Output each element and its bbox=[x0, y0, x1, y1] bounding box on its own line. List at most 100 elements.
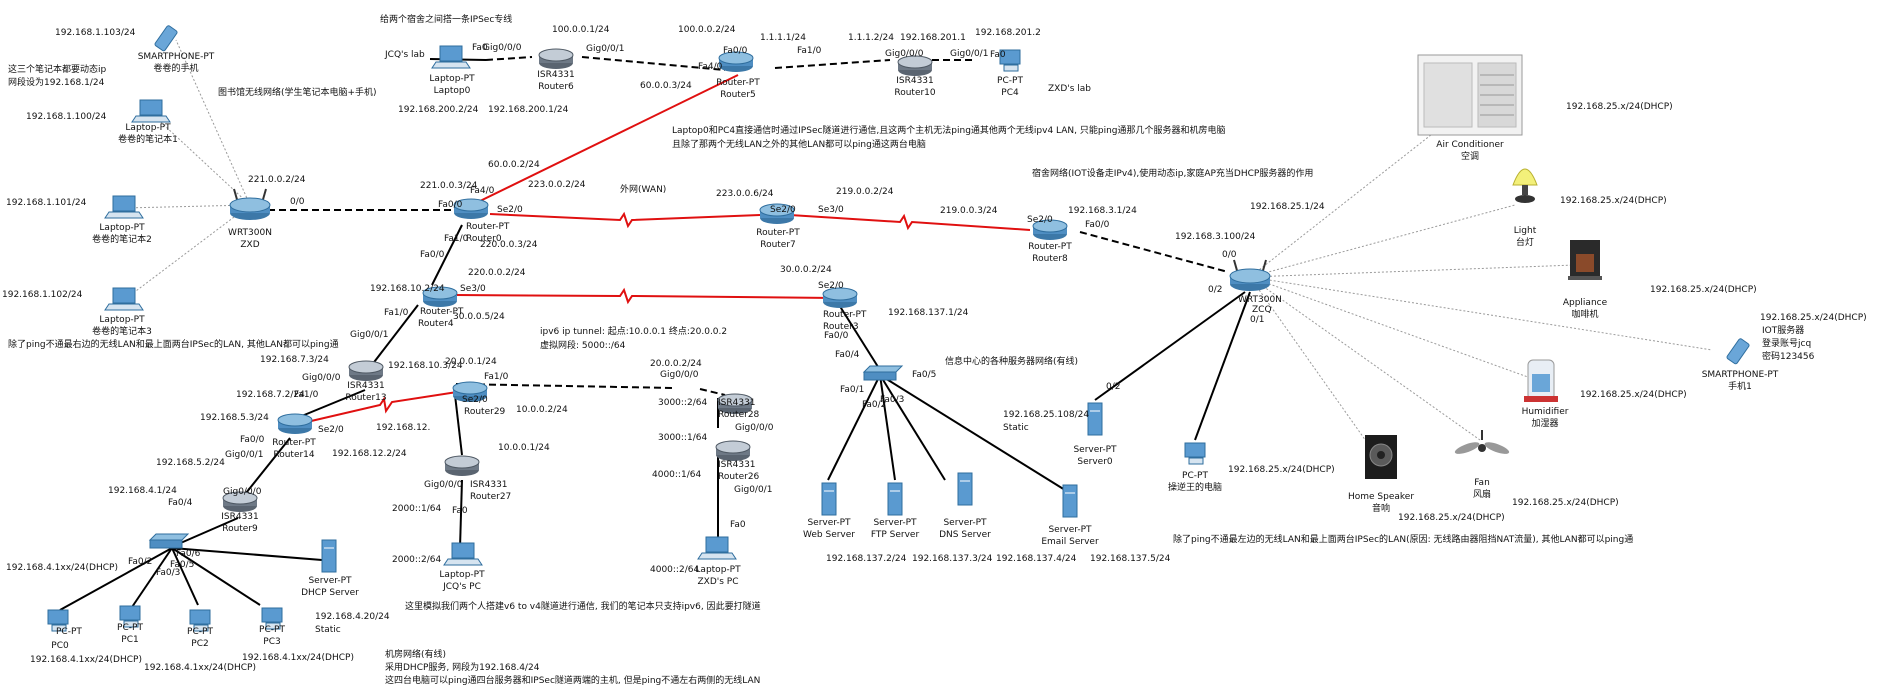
router29-ip-l: 192.168.12. bbox=[376, 423, 431, 433]
router0-ip-t: 221.0.0.3/24 bbox=[420, 181, 478, 191]
laptop-jcq-icon bbox=[443, 542, 483, 566]
router0-p5: Fa0/0 bbox=[420, 250, 445, 260]
router7-p1: Se2/0 bbox=[770, 205, 796, 215]
dhcp-server-ip: 192.168.4.20/24 bbox=[315, 612, 390, 622]
router14-ip-b: 192.168.12.2/24 bbox=[332, 449, 407, 459]
router4-p1: Se3/0 bbox=[460, 284, 486, 294]
router9-p1: Gig0/0/1 bbox=[225, 450, 264, 460]
smartphone-icons bbox=[154, 25, 1750, 365]
router5-type: Router-PT bbox=[716, 78, 760, 88]
laptop0-icon bbox=[431, 45, 471, 69]
router26-type: ISR4331 bbox=[718, 460, 756, 470]
laptop2-type: Laptop-PT bbox=[99, 223, 145, 233]
laptop2-name: 卷卷的笔记本2 bbox=[92, 235, 152, 245]
laptop-jcq-type: Laptop-PT bbox=[439, 570, 485, 580]
server-net-title: 信息中心的各种服务器网络(有线) bbox=[945, 357, 1079, 367]
router29-ip-b: 10.0.0.2/24 bbox=[516, 405, 568, 415]
sw-servers-p4: Fa0/3 bbox=[880, 395, 905, 405]
router3-p2: Fa0/0 bbox=[824, 331, 849, 341]
router0-icon bbox=[453, 198, 489, 219]
left-ping-note: 除了ping不通最右边的无线LAN和最上面两台IPSec的LAN, 其他LAN都… bbox=[8, 340, 339, 350]
router27-p2: Fa0 bbox=[452, 506, 468, 516]
smartphone-left-icon bbox=[154, 25, 178, 52]
fan-ip: 192.168.25.x/24(DHCP) bbox=[1512, 498, 1619, 508]
iot-title: 宿舍网络(IOT设备走IPv4),使用动态ip,家庭AP充当DHCP服务器的作用 bbox=[1032, 169, 1314, 179]
light-name: 台灯 bbox=[1515, 238, 1535, 248]
router27-name: Router27 bbox=[470, 492, 512, 502]
speaker-type: Home Speaker bbox=[1347, 492, 1415, 502]
tunnel-note-1: ipv6 ip tunnel: 起点:10.0.0.1 终点:20.0.0.2 bbox=[540, 327, 728, 337]
router3-ip: 30.0.0.2/24 bbox=[780, 265, 832, 275]
wrt-l-name: ZXD bbox=[240, 240, 260, 250]
switch-servers-icon bbox=[862, 365, 904, 381]
router13-p2: Gig0/0/0 bbox=[302, 373, 341, 383]
router26-p2: Gig0/0/1 bbox=[734, 485, 773, 495]
phone-r-extra3: 密码123456 bbox=[1762, 352, 1815, 362]
web-server-ip: 192.168.137.2/24 bbox=[826, 554, 907, 564]
web-server-icon bbox=[821, 482, 837, 516]
pc4-type: PC-PT bbox=[997, 76, 1023, 86]
router14-p2: Se2/0 bbox=[318, 425, 344, 435]
dhcp-server-icon bbox=[321, 539, 337, 573]
wrt-l-type: WRT300N bbox=[228, 228, 272, 238]
ftp-server-type: Server-PT bbox=[873, 518, 917, 528]
router5-icon bbox=[718, 51, 754, 72]
router28-ip: 20.0.0.2/24 bbox=[650, 359, 702, 369]
server0-type: Server-PT bbox=[1073, 445, 1117, 455]
ipsec-title: 给两个宿舍之间搭一条IPSec专线 bbox=[380, 15, 513, 25]
router6-ip-r: 100.0.0.1/24 bbox=[552, 25, 610, 35]
router13-name: Router13 bbox=[345, 393, 387, 403]
wrt-r-p3: 0/1 bbox=[1250, 315, 1265, 325]
router5-ip-r: 1.1.1.1/24 bbox=[760, 33, 806, 43]
router8-ip-r: 192.168.3.1/24 bbox=[1068, 206, 1137, 216]
router0-p3: Se2/0 bbox=[497, 205, 523, 215]
wrt-right-icon bbox=[1229, 259, 1271, 291]
wrt-r-p1: 0/0 bbox=[1222, 250, 1237, 260]
phone-r-extra2: 登录账号jcq bbox=[1762, 339, 1812, 349]
wrt-r-ip-lan: 192.168.25.1/24 bbox=[1250, 202, 1325, 212]
router9-type: ISR4331 bbox=[221, 512, 259, 522]
router26-ip-l: 3000::1/64 bbox=[658, 433, 708, 443]
router5-name: Router5 bbox=[720, 90, 756, 100]
wrt-r-type: WRT300N bbox=[1238, 295, 1282, 305]
router5-p1: Fa0/0 bbox=[723, 46, 748, 56]
pc-zcq-icon bbox=[1184, 442, 1206, 465]
router4-ip-l: 192.168.10.2/24 bbox=[370, 284, 445, 294]
solid-links bbox=[59, 58, 1251, 611]
router7-icon bbox=[759, 203, 795, 224]
pc2-type: PC-PT bbox=[187, 627, 213, 637]
humidifier-name: 加湿器 bbox=[1531, 419, 1559, 429]
router0-ip-s: 223.0.0.2/24 bbox=[528, 180, 586, 190]
router3-p3: Fa0/4 bbox=[835, 350, 860, 360]
pc-zcq-name: 操逆王的电脑 bbox=[1167, 483, 1223, 493]
server0-icon bbox=[1087, 402, 1103, 436]
wireless-links-right bbox=[1249, 119, 1713, 459]
router5-ip-l: 100.0.0.2/24 bbox=[678, 25, 736, 35]
fan-type: Fan bbox=[1474, 478, 1490, 488]
router4-type: Router-PT bbox=[420, 307, 464, 317]
router29-name: Router29 bbox=[464, 407, 506, 417]
server-icons bbox=[321, 402, 1103, 573]
router29-p1: Fa1/0 bbox=[484, 372, 509, 382]
router0-type: Router-PT bbox=[466, 222, 510, 232]
router10-p2: Gig0/0/1 bbox=[950, 49, 989, 59]
ac-name: 空调 bbox=[1460, 152, 1480, 162]
sw-servers-p1: Fa0/1 bbox=[840, 385, 865, 395]
router28-type: ISR4331 bbox=[718, 398, 756, 408]
router27-ip: 10.0.0.1/24 bbox=[498, 443, 550, 453]
pc0-ip: 192.168.4.1xx/24(DHCP) bbox=[30, 655, 142, 665]
light-type: Light bbox=[1513, 226, 1537, 236]
lab-note-1: 采用DHCP服务, 网段为192.168.4/24 bbox=[385, 663, 540, 673]
router0-name: Router0 bbox=[466, 234, 502, 244]
pc-zcq-ip: 192.168.25.x/24(DHCP) bbox=[1228, 465, 1335, 475]
wrt-l-ip: 221.0.0.2/24 bbox=[248, 175, 306, 185]
router6-p2: Gig0/0/1 bbox=[586, 44, 625, 54]
server0-note: Static bbox=[1003, 423, 1029, 433]
router9-icon bbox=[222, 491, 258, 512]
router0-p2: Fa4/0 bbox=[470, 186, 495, 196]
router7-ip-l: 223.0.0.6/24 bbox=[716, 189, 774, 199]
pc0-icon bbox=[47, 609, 69, 632]
pc0-name: PC0 bbox=[51, 641, 69, 651]
router14-type: Router-PT bbox=[272, 438, 316, 448]
dns-server-ip: 192.168.137.4/24 bbox=[996, 554, 1077, 564]
